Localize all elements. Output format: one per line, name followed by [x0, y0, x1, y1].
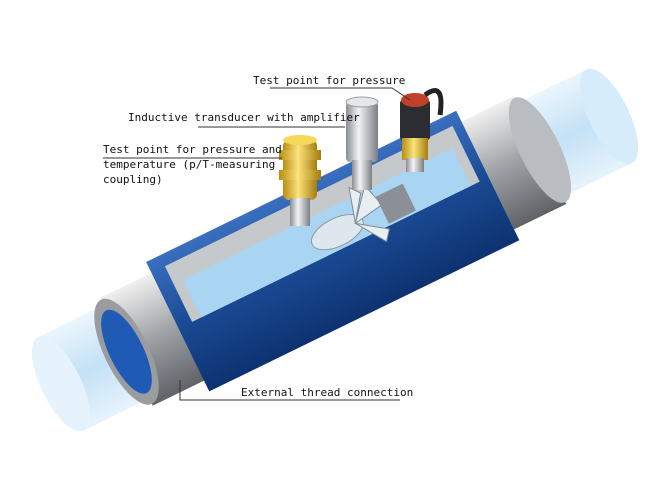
turbine-blades [348, 184, 390, 243]
pipe-end-right [580, 68, 639, 164]
turbine-hub [311, 214, 364, 251]
label-inductive-transducer: Inductive transducer with amplifier [128, 111, 360, 124]
thread-connection-right [461, 96, 567, 230]
pressure-test-point [400, 88, 444, 172]
label-pt-test-point-line3: coupling) [103, 173, 163, 186]
label-pt-test-point-line1: Test point for pressure and [103, 143, 282, 156]
pt-test-point-coupling [279, 135, 321, 226]
label-pt-test-point-line2: temperature (p/T-measuring [103, 158, 276, 171]
leader-lines [103, 87, 411, 401]
thread-connection-left [100, 271, 207, 406]
label-external-thread: External thread connection [241, 386, 414, 399]
inductive-transducer [345, 96, 379, 190]
label-pressure-test-point: Test point for pressure [253, 74, 406, 87]
